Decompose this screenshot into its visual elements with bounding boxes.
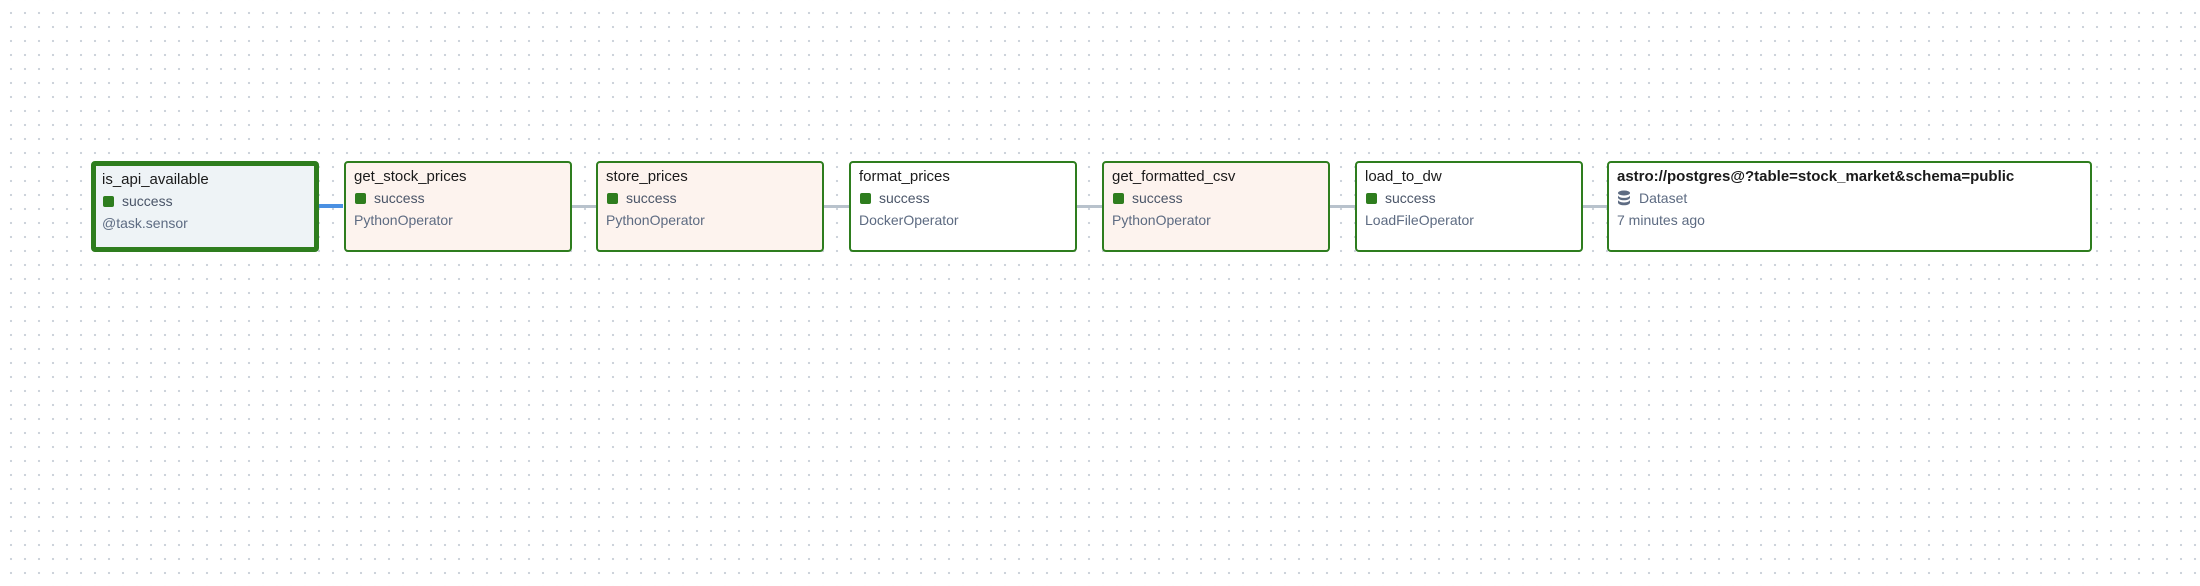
- task-operator: PythonOperator: [354, 212, 453, 228]
- dataset-node[interactable]: astro://postgres@?table=stock_market&sch…: [1607, 161, 2092, 252]
- status-square-icon: [103, 195, 114, 207]
- task-status: success: [354, 188, 562, 208]
- task-title: get_stock_prices: [354, 168, 467, 185]
- edge-store-prices-to-format-prices: [824, 205, 849, 208]
- task-status-label: success: [879, 190, 930, 206]
- dataset-type-label: Dataset: [1639, 190, 1688, 206]
- status-square-icon: [607, 192, 618, 204]
- task-status: success: [102, 191, 308, 211]
- task-status: success: [859, 188, 1067, 208]
- task-status: success: [1112, 188, 1320, 208]
- task-node-get-formatted-csv[interactable]: get_formatted_csv success PythonOperator: [1102, 161, 1330, 252]
- task-title: get_formatted_csv: [1112, 168, 1236, 185]
- task-status-label: success: [374, 190, 425, 206]
- database-icon: [1618, 190, 1630, 206]
- task-node-store-prices[interactable]: store_prices success PythonOperator: [596, 161, 824, 252]
- task-node-get-stock-prices[interactable]: get_stock_prices success PythonOperator: [344, 161, 572, 252]
- task-title: store_prices: [606, 168, 688, 185]
- task-status: success: [1365, 188, 1573, 208]
- task-title: format_prices: [859, 168, 950, 185]
- task-operator: PythonOperator: [1112, 212, 1211, 228]
- dataset-uri: astro://postgres@?table=stock_market&sch…: [1617, 168, 2015, 185]
- dataset-type: Dataset: [1617, 188, 2082, 208]
- edge-get-stock-prices-to-store-prices: [572, 205, 596, 208]
- edge-is-api-available-to-get-stock-prices: [319, 204, 343, 208]
- task-node-is-api-available[interactable]: is_api_available success @task.sensor: [91, 161, 319, 252]
- status-square-icon: [1366, 192, 1377, 204]
- edge-load-to-dw-to-dataset: [1583, 205, 1608, 208]
- task-status-label: success: [1385, 190, 1436, 206]
- task-status-label: success: [1132, 190, 1183, 206]
- task-operator: @task.sensor: [102, 215, 188, 231]
- task-title: is_api_available: [102, 171, 209, 188]
- status-square-icon: [860, 192, 871, 204]
- status-square-icon: [1113, 192, 1124, 204]
- task-operator: DockerOperator: [859, 212, 959, 228]
- status-square-icon: [355, 192, 366, 204]
- task-status: success: [606, 188, 814, 208]
- task-node-format-prices[interactable]: format_prices success DockerOperator: [849, 161, 1077, 252]
- edge-format-prices-to-get-formatted-csv: [1077, 205, 1102, 208]
- task-operator: PythonOperator: [606, 212, 705, 228]
- dataset-updated: 7 minutes ago: [1617, 212, 1705, 228]
- task-status-label: success: [122, 193, 173, 209]
- task-operator: LoadFileOperator: [1365, 212, 1474, 228]
- task-node-load-to-dw[interactable]: load_to_dw success LoadFileOperator: [1355, 161, 1583, 252]
- edge-get-formatted-csv-to-load-to-dw: [1330, 205, 1355, 208]
- task-title: load_to_dw: [1365, 168, 1442, 185]
- task-status-label: success: [626, 190, 677, 206]
